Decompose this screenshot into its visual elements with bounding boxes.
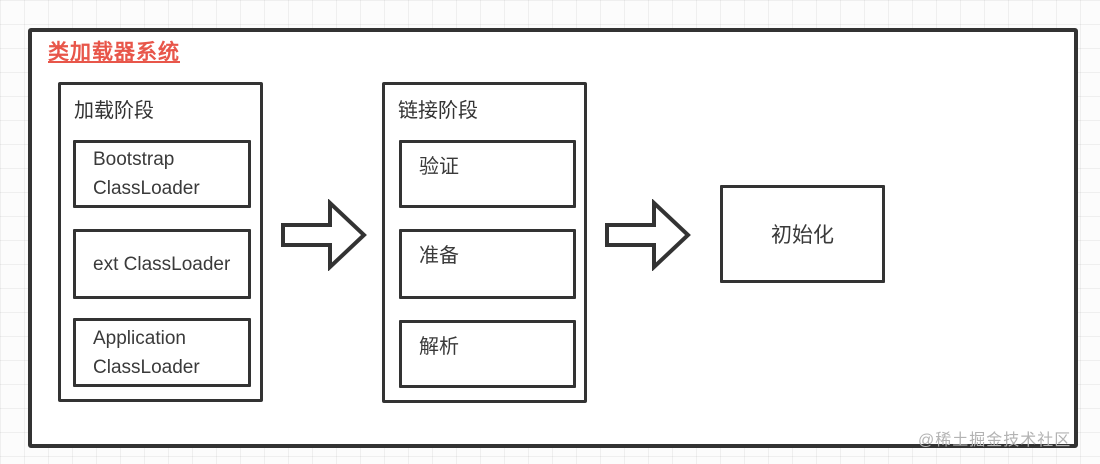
loading-phase-box: 加载阶段 Bootstrap ClassLoader ext ClassLoad… (58, 82, 263, 402)
application-classloader-box: Application ClassLoader (73, 318, 251, 387)
linking-phase-title: 链接阶段 (398, 100, 478, 122)
page-title: 类加载器系统 (48, 41, 180, 64)
ext-classloader-box: ext ClassLoader (73, 229, 251, 299)
resolution-box: 解析 (399, 320, 576, 388)
preparation-box: 准备 (399, 229, 576, 299)
loading-phase-title: 加载阶段 (74, 100, 154, 122)
right-block-arrow-icon (281, 199, 367, 271)
initialization-box: 初始化 (720, 185, 885, 283)
right-block-arrow-icon (605, 199, 691, 271)
linking-phase-box: 链接阶段 验证 准备 解析 (382, 82, 587, 403)
verification-box: 验证 (399, 140, 576, 208)
bootstrap-classloader-box: Bootstrap ClassLoader (73, 140, 251, 208)
watermark: @稀土掘金技术社区 (918, 432, 1072, 449)
